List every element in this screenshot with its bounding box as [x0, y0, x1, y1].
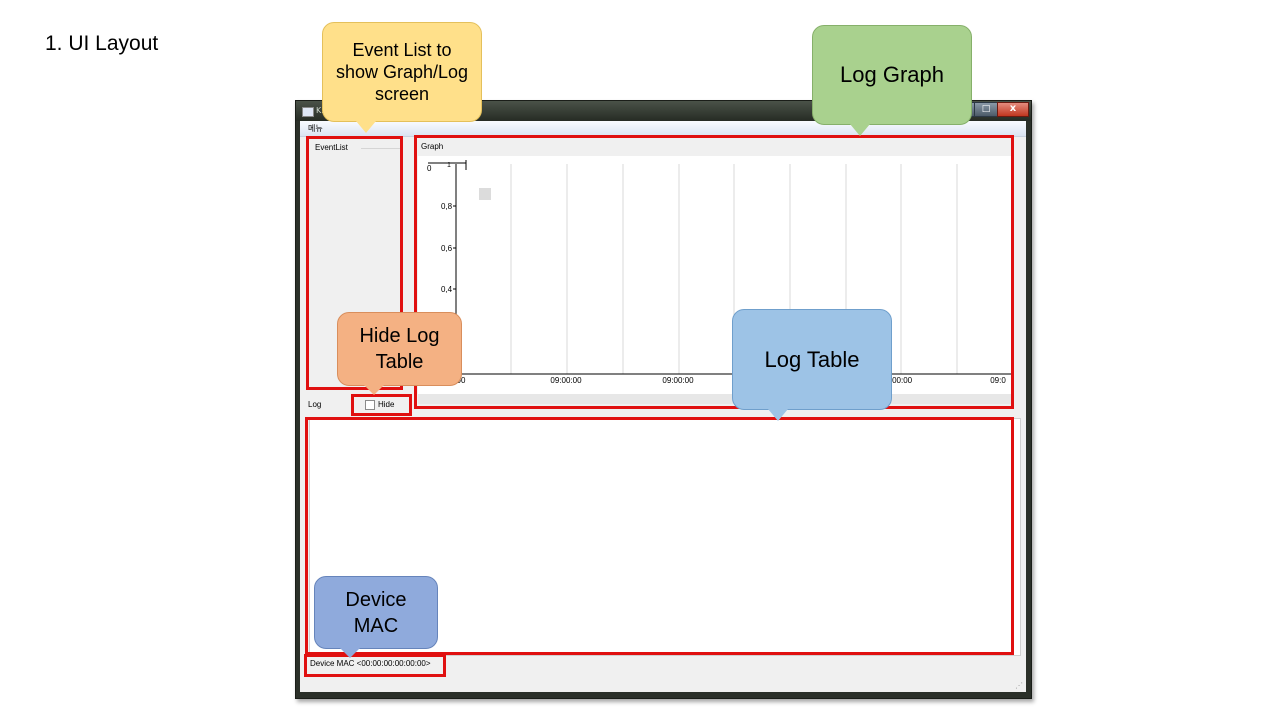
log-label: Log [308, 400, 322, 409]
callout-log-table-text: Log Table [764, 346, 860, 372]
top-tick-label: 1 [447, 162, 451, 169]
callout-event-list: Event List to show Graph/Log screen [322, 22, 482, 122]
callout-hide-log-table: Hide Log Table [337, 312, 462, 386]
graph-plot-area[interactable]: 0 1 0,8 0,6 0,4 00 09:00:00 09:00:00 :00:00 09:0 [418, 156, 1014, 394]
y-tick-label: 0 [427, 164, 432, 173]
menu-item-main[interactable]: 메뉴 [308, 124, 323, 133]
slide-title: 1. UI Layout [45, 32, 159, 55]
app-icon [302, 107, 314, 117]
close-button[interactable]: x [997, 102, 1029, 117]
callout-log-graph-text: Log Graph [840, 62, 944, 87]
callout-event-list-tail [356, 121, 376, 133]
graph-panel: Graph 0 1 0,8 0,6 0,4 00 09:00:00 09:00:00 :00:0… [418, 140, 1014, 406]
hide-log-checkbox[interactable] [365, 400, 375, 410]
callout-log-graph-tail [850, 124, 870, 136]
device-mac-highlight [304, 654, 446, 677]
group-border [361, 148, 403, 149]
x-tick-label: 09:00:00 [550, 376, 582, 385]
graph-label: Graph [421, 142, 444, 151]
maximize-button[interactable]: □ [974, 102, 998, 117]
y-tick-label: 0,8 [441, 202, 453, 211]
x-tick-label: 09:00:00 [662, 376, 694, 385]
x-tick-label: 00 [457, 376, 466, 385]
log-table-highlight [305, 417, 1014, 655]
y-tick-label: 0,6 [441, 244, 453, 253]
y-tick-label: 0,4 [441, 285, 453, 294]
callout-device-mac: Device MAC [314, 576, 438, 649]
graph-chart: 0 1 0,8 0,6 0,4 00 09:00:00 09:00:00 :00:00 09:0 [427, 160, 1014, 385]
callout-log-table-tail [768, 409, 788, 421]
legend-marker [479, 188, 491, 200]
event-list-highlight [306, 136, 403, 390]
resize-grip-icon[interactable]: ⋰ [1015, 681, 1023, 690]
callout-event-list-text: Event List to show Graph/Log screen [335, 40, 469, 104]
callout-log-graph: Log Graph [812, 25, 972, 125]
graph-scrollbar[interactable] [418, 394, 1014, 404]
callout-log-table: Log Table [732, 309, 892, 410]
callout-device-mac-tail [340, 648, 360, 658]
hide-log-label[interactable]: Hide [378, 400, 395, 409]
x-tick-label: 09:0 [990, 376, 1006, 385]
callout-hide-log-table-tail [364, 385, 384, 395]
log-graph-highlight [414, 135, 1014, 409]
callout-hide-log-table-text: Hide Log Table [359, 325, 440, 373]
x-tick-label: :00:00 [890, 376, 913, 385]
device-mac-label: Device MAC <00:00:00:00:00:00> [310, 659, 431, 668]
event-list-panel[interactable]: EventList [313, 143, 403, 389]
hide-log-highlight [351, 394, 412, 416]
callout-device-mac-text: Device MAC [345, 588, 407, 637]
event-list-label: EventList [315, 143, 348, 152]
